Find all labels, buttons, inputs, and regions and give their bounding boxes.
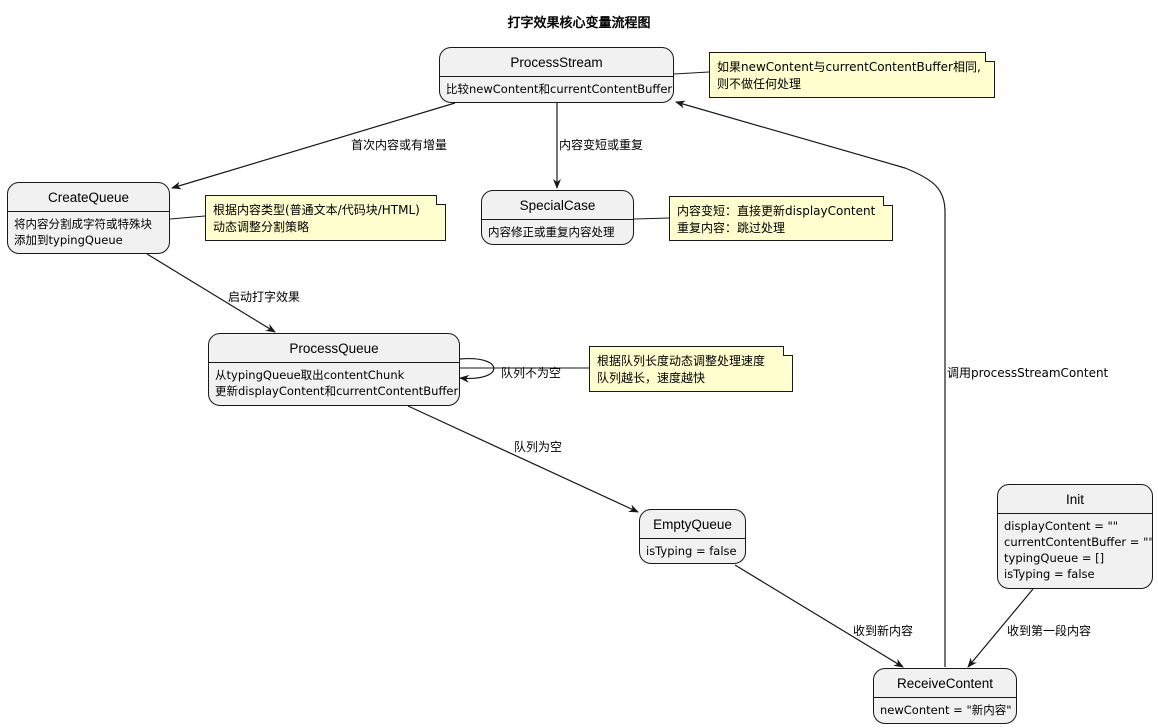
edge-receive-to-stream — [675, 100, 946, 667]
edge-queue-to-empty — [407, 405, 639, 513]
note-special-case: 内容变短：直接更新displayContent 重复内容：跳过处理 — [669, 196, 893, 241]
state-title: EmptyQueue — [640, 510, 745, 539]
state-line: typingQueue = [] — [1004, 551, 1105, 565]
state-title: ReceiveContent — [874, 669, 1016, 698]
state-title: CreateQueue — [8, 183, 169, 212]
note-line: 内容变短：直接更新displayContent — [677, 204, 876, 218]
note-process-queue: 根据队列长度动态调整处理速度 队列越长，速度越快 — [589, 346, 793, 392]
edge-label-queue-not-empty: 队列不为空 — [501, 366, 562, 380]
state-line: isTyping = false — [1004, 567, 1095, 581]
edge-label-start-typing: 启动打字效果 — [228, 290, 301, 304]
edge-label-call-process: 调用processStreamContent — [947, 366, 1109, 380]
state-line: 更新displayContent和currentContentBuffer — [215, 384, 459, 398]
note-fold-corner — [985, 52, 995, 62]
edge-stream-to-create — [171, 102, 456, 190]
note-create-queue: 根据内容类型(普通文本/代码块/HTML) 动态调整分割策略 — [205, 195, 446, 241]
note-line: 如果newContent与currentContentBuffer相同, — [717, 60, 981, 74]
note-line: 动态调整分割策略 — [213, 220, 310, 234]
state-line: 将内容分割成字符或特殊块 — [14, 217, 152, 231]
state-empty-queue: EmptyQueue isTyping = false — [639, 509, 746, 564]
state-init: Init displayContent = "" currentContentB… — [997, 484, 1153, 589]
edge-empty-to-receive — [734, 564, 904, 668]
note-line: 根据队列长度动态调整处理速度 — [597, 354, 766, 368]
state-process-queue: ProcessQueue 从typingQueue取出contentChunk … — [208, 333, 460, 406]
state-process-stream: ProcessStream 比较newContent和currentConten… — [439, 47, 674, 103]
note-link-stream — [673, 71, 710, 75]
note-link-special — [633, 217, 670, 220]
edge-create-to-queue — [146, 253, 276, 333]
note-link-create — [169, 215, 206, 220]
state-title: ProcessStream — [440, 48, 673, 77]
edge-label-first-content: 首次内容或有增量 — [351, 138, 448, 152]
state-special-case: SpecialCase 内容修正或重复内容处理 — [481, 190, 634, 245]
note-line: 根据内容类型(普通文本/代码块/HTML) — [213, 203, 420, 217]
state-line: currentContentBuffer = "" — [1004, 535, 1153, 549]
state-title: ProcessQueue — [209, 334, 459, 363]
state-title: SpecialCase — [482, 191, 633, 220]
state-title: Init — [998, 485, 1152, 514]
note-fold-corner — [436, 195, 446, 205]
edge-label-receive-new: 收到新内容 — [853, 624, 914, 638]
state-line: 添加到typingQueue — [14, 233, 123, 247]
note-line: 重复内容：跳过处理 — [677, 221, 786, 235]
edge-label-queue-empty: 队列为空 — [514, 440, 563, 454]
state-line: 内容修正或重复内容处理 — [488, 225, 615, 239]
note-line: 队列越长，速度越快 — [597, 371, 706, 385]
state-line: newContent = "新内容" — [880, 703, 1012, 717]
note-fold-corner — [883, 196, 893, 206]
note-line: 则不做任何处理 — [717, 77, 802, 91]
note-fold-corner — [783, 346, 793, 356]
edge-label-receive-first: 收到第一段内容 — [1007, 624, 1092, 638]
state-receive-content: ReceiveContent newContent = "新内容" — [873, 668, 1017, 724]
state-line: 从typingQueue取出contentChunk — [215, 368, 405, 382]
edge-label-shorter-or-repeat: 内容变短或重复 — [559, 138, 644, 152]
state-line: displayContent = "" — [1004, 519, 1119, 533]
note-process-stream: 如果newContent与currentContentBuffer相同, 则不做… — [709, 52, 995, 98]
state-line: 比较newContent和currentContentBuffer — [446, 82, 673, 96]
diagram-title: 打字效果核心变量流程图 — [507, 16, 651, 31]
state-line: isTyping = false — [646, 544, 737, 558]
state-create-queue: CreateQueue 将内容分割成字符或特殊块 添加到typingQueue — [7, 182, 170, 254]
edge-init-to-receive — [967, 588, 1034, 668]
